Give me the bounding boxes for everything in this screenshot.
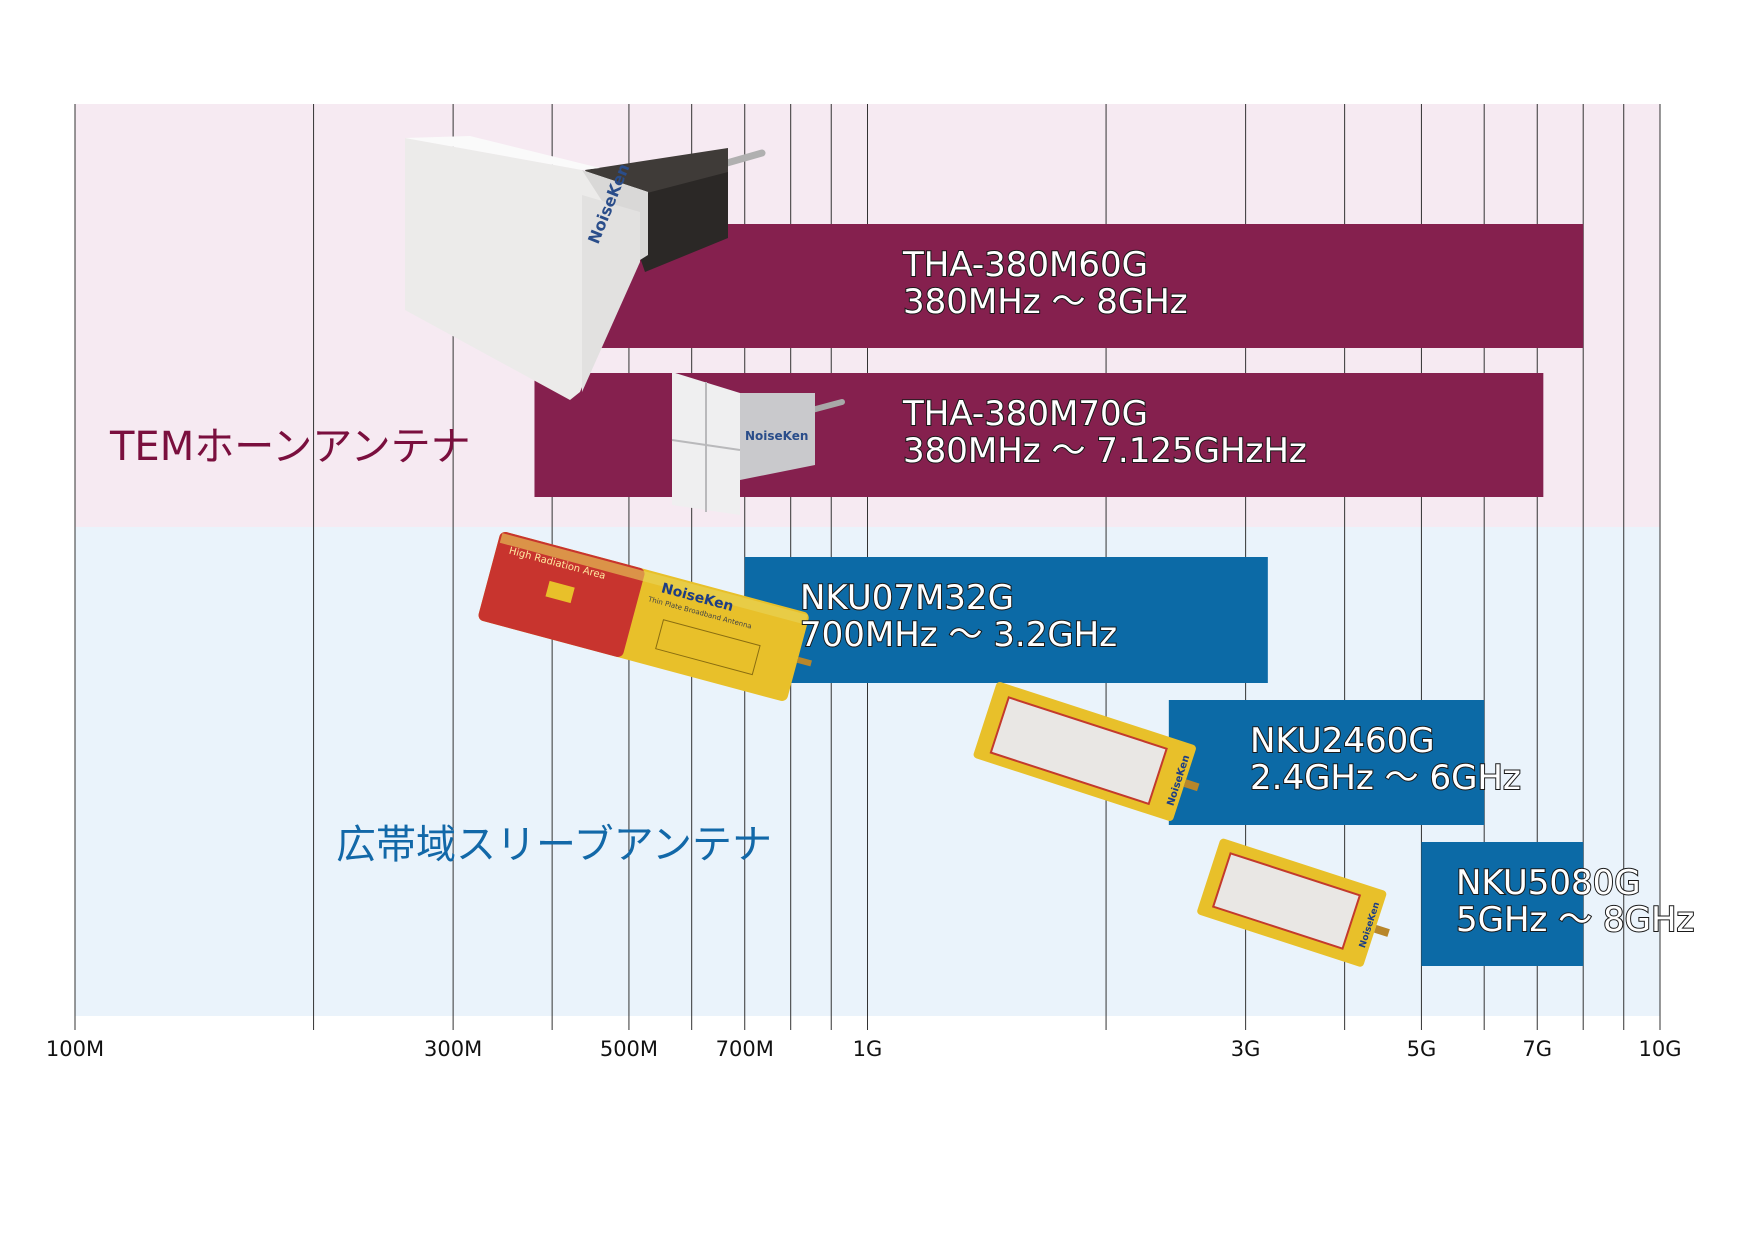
tem-horn-small-icon: NoiseKen [671, 372, 845, 515]
bar-model-label: NKU2460G [1250, 721, 1435, 761]
bar-model-label: NKU5080G [1456, 863, 1641, 903]
tem-horn-large-icon: NoiseKen [405, 136, 766, 400]
x-tick-label: 700M [716, 1037, 774, 1061]
x-axis-ticks: 100M 300M 500M 700M 1G 3G 5G 7G 10G [46, 1037, 1682, 1061]
x-tick-label: 100M [46, 1037, 104, 1061]
sleeve-antenna-small-icon: NoiseKen [1197, 838, 1390, 967]
range-bar [1168, 700, 1485, 825]
range-bar [744, 557, 1268, 683]
bar-range-label: 700MHz ～ 3.2GHz [800, 615, 1117, 655]
bar-range-label: 2.4GHz ～ 6GHz [1250, 758, 1521, 798]
bar-range-label: 380MHz ～ 8GHz [903, 282, 1188, 322]
range-bar [1421, 842, 1584, 966]
x-tick-label: 10G [1639, 1037, 1682, 1061]
x-tick-label: 1G [853, 1037, 883, 1061]
bar-model-label: THA-380M60G [902, 245, 1148, 285]
x-tick-label: 7G [1522, 1037, 1552, 1061]
bar-model-label: THA-380M70G [902, 394, 1148, 434]
bar-range-label: 5GHz ～ 8GHz [1456, 900, 1694, 940]
thin-plate-antenna-icon: High Radiation Area NoiseKen Thin Plate … [478, 531, 812, 701]
group-label-sleeve: 広帯域スリーブアンテナ [336, 822, 772, 868]
group-label-tem: TEMホーンアンテナ [109, 424, 471, 470]
x-tick-label: 300M [424, 1037, 482, 1061]
bar-model-label: NKU07M32G [800, 578, 1014, 618]
bar-range-label: 380MHz ～ 7.125GHzHz [903, 431, 1307, 471]
x-tick-label: 5G [1407, 1037, 1437, 1061]
x-tick-label: 500M [600, 1037, 658, 1061]
x-tick-label: 3G [1231, 1037, 1261, 1061]
svg-text:NoiseKen: NoiseKen [745, 429, 808, 443]
